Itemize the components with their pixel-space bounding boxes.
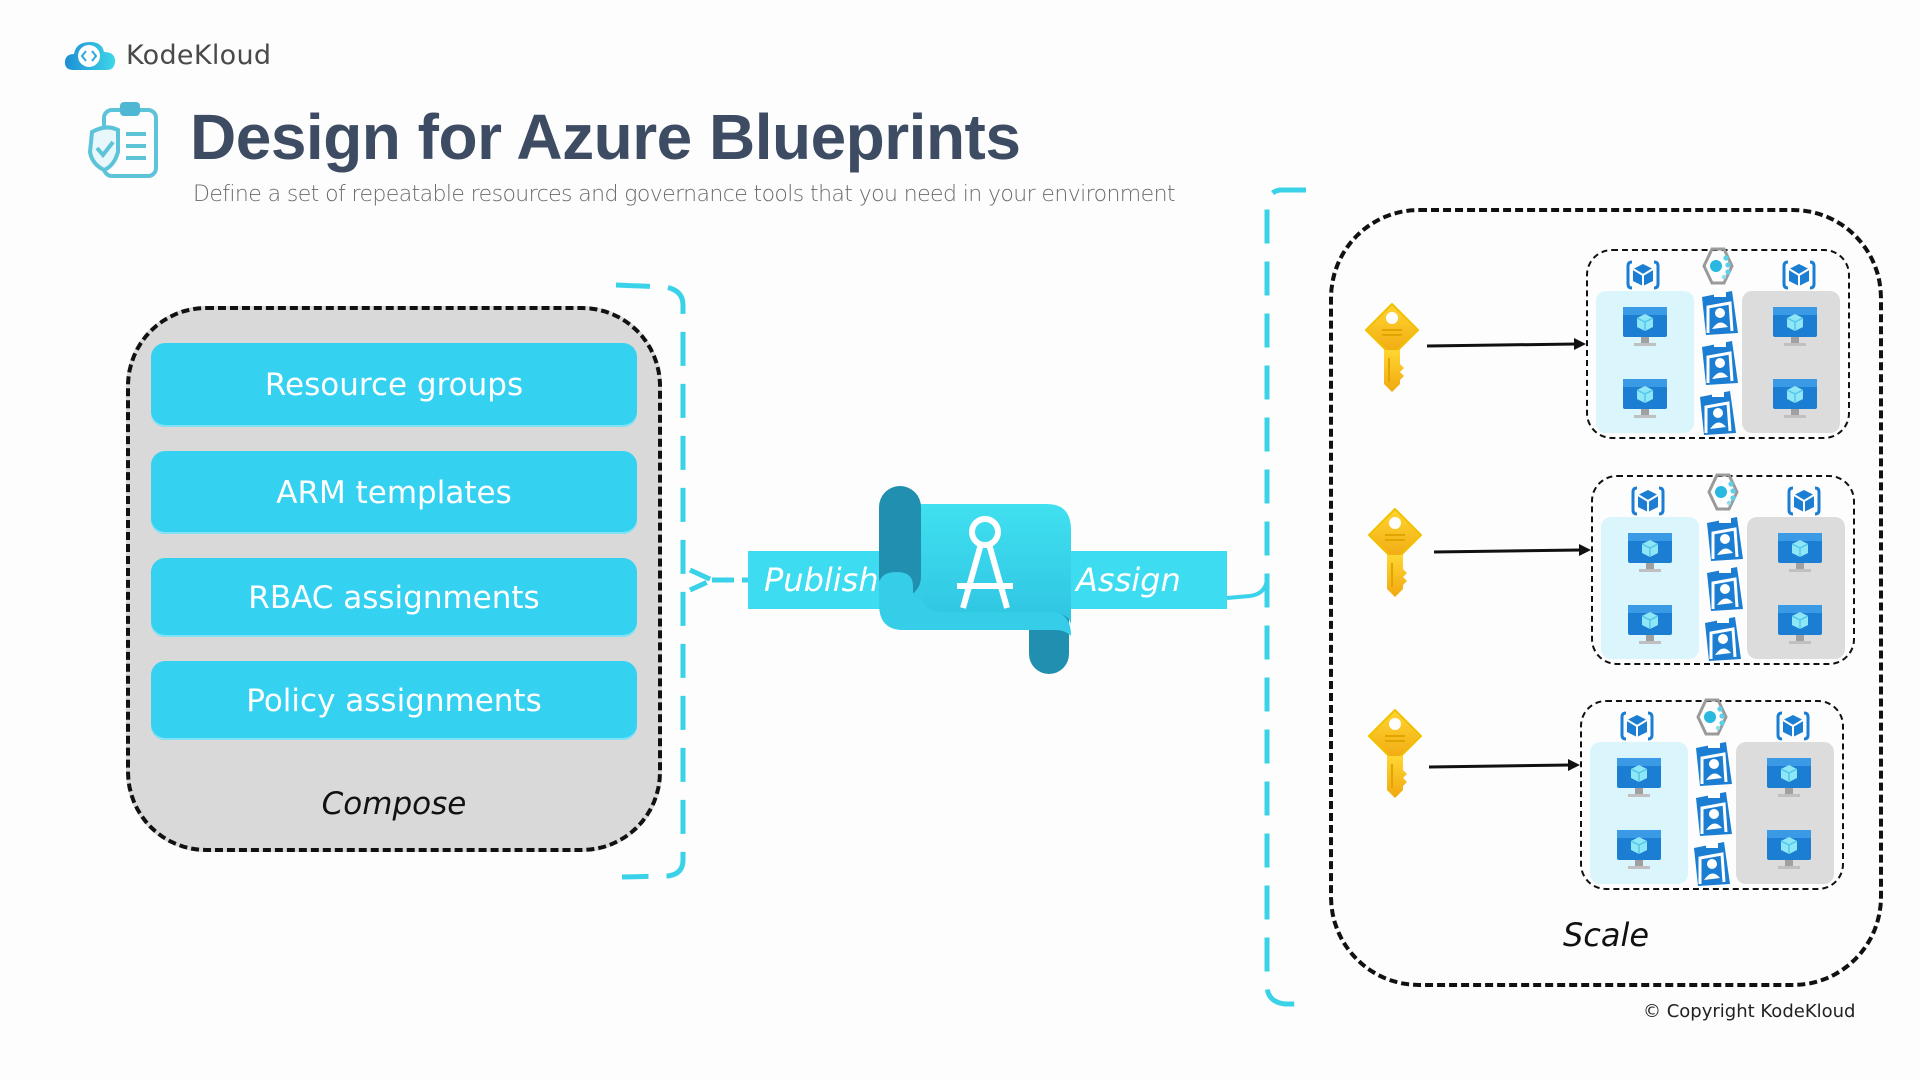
virtual-machine-icon bbox=[1628, 533, 1672, 572]
subscription-group-2 bbox=[1591, 473, 1855, 665]
policy-hexagon-icon bbox=[1702, 247, 1734, 285]
role-badge-icon bbox=[1696, 742, 1732, 786]
role-badge-icon bbox=[1696, 792, 1732, 836]
policy-hexagon-icon bbox=[1707, 473, 1739, 511]
virtual-machine-icon bbox=[1773, 307, 1817, 346]
publish-label: Publish bbox=[764, 561, 879, 599]
subscription-key-3 bbox=[1365, 708, 1425, 805]
blueprint-scroll-icon bbox=[879, 486, 1071, 674]
compose-item-rbac-assignments: RBAC assignments bbox=[151, 558, 637, 637]
virtual-machine-icon bbox=[1767, 830, 1811, 869]
virtual-machine-icon bbox=[1623, 379, 1667, 418]
role-badge-icon bbox=[1694, 842, 1730, 886]
resource-group-icon bbox=[1620, 711, 1654, 741]
compose-item-policy-assignments: Policy assignments bbox=[151, 661, 637, 740]
assign-step: Assign bbox=[1060, 551, 1227, 609]
right-bracket bbox=[1264, 187, 1306, 1007]
role-badge-icon bbox=[1700, 391, 1736, 435]
publish-step: Publish bbox=[748, 551, 938, 609]
assign-label: Assign bbox=[1076, 561, 1181, 599]
virtual-machine-icon bbox=[1617, 758, 1661, 797]
role-badge-icon bbox=[1702, 341, 1738, 385]
scale-container bbox=[1329, 208, 1883, 987]
copyright-notice: © Copyright KodeKloud bbox=[1643, 1001, 1856, 1022]
compose-item-resource-groups: Resource groups bbox=[151, 343, 637, 427]
compose-item-arm-templates: ARM templates bbox=[151, 451, 637, 534]
subscription-group-1 bbox=[1586, 247, 1850, 439]
resource-group-icon bbox=[1787, 486, 1821, 516]
page-title: Design for Azure Blueprints bbox=[190, 101, 1021, 173]
subscription-key-icon bbox=[1365, 303, 1419, 392]
cloud-code-icon bbox=[64, 42, 115, 70]
virtual-machine-icon bbox=[1628, 605, 1672, 644]
resource-group-icon bbox=[1626, 260, 1660, 290]
assign-connector bbox=[1226, 579, 1269, 600]
resource-group-icon bbox=[1631, 486, 1665, 516]
virtual-machine-icon bbox=[1617, 830, 1661, 869]
policy-hexagon-icon bbox=[1696, 698, 1728, 736]
virtual-machine-icon bbox=[1767, 758, 1811, 797]
subscription-key-icon bbox=[1368, 709, 1422, 798]
clipboard-shield-icon bbox=[87, 102, 158, 178]
subscription-key-icon bbox=[1368, 508, 1422, 597]
resource-group-icon bbox=[1782, 260, 1816, 290]
compose-label: Compose bbox=[321, 786, 467, 822]
left-bracket bbox=[615, 282, 686, 880]
subscription-key-2 bbox=[1365, 507, 1425, 604]
brand-logo: KodeKloud bbox=[64, 38, 271, 72]
publish-connector bbox=[688, 567, 748, 593]
subscription-key-1 bbox=[1362, 302, 1422, 399]
role-badge-icon bbox=[1707, 517, 1743, 561]
virtual-machine-icon bbox=[1778, 605, 1822, 644]
virtual-machine-icon bbox=[1778, 533, 1822, 572]
scale-label: Scale bbox=[1562, 916, 1650, 954]
brand-name: KodeKloud bbox=[126, 39, 272, 71]
role-badge-icon bbox=[1702, 291, 1738, 335]
resource-group-icon bbox=[1776, 711, 1810, 741]
subscription-group-3 bbox=[1580, 698, 1844, 890]
page-subtitle: Define a set of repeatable resources and… bbox=[193, 182, 1176, 207]
virtual-machine-icon bbox=[1773, 379, 1817, 418]
virtual-machine-icon bbox=[1623, 307, 1667, 346]
role-badge-icon bbox=[1705, 617, 1741, 661]
role-badge-icon bbox=[1707, 567, 1743, 611]
